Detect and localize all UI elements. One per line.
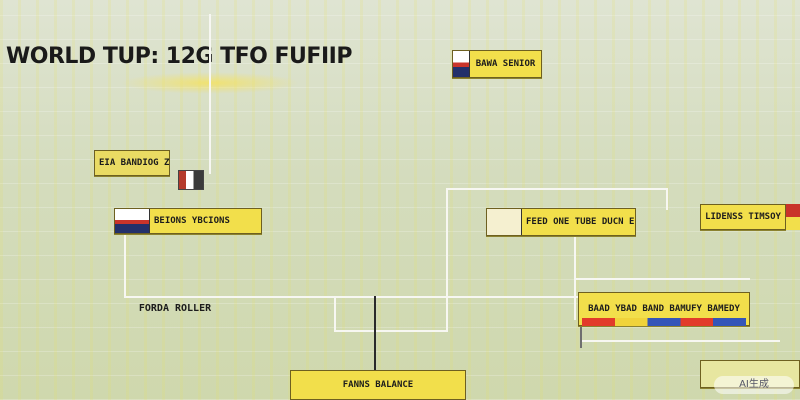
connector-line xyxy=(334,330,448,332)
flag-icon xyxy=(115,209,150,233)
connector-line xyxy=(666,188,668,210)
watermark-badge: AI生成 xyxy=(714,376,794,394)
connector-line xyxy=(580,340,780,342)
node-label: EIA BANDIOG ZAK VALUTEY xyxy=(99,158,169,168)
page-title: WORLD TUP: 12G TFO FUFIIP xyxy=(6,44,352,69)
node-label: BAAD YBAD BAND BAMUFY BAMEDY xyxy=(588,304,740,314)
bracket-node[interactable]: BEIONS YBCIONS xyxy=(114,208,262,234)
bracket-node[interactable]: LIDENSS TIMSOY xyxy=(700,204,786,230)
connector-line xyxy=(209,14,211,174)
connector-line xyxy=(124,296,584,298)
stem-line xyxy=(374,296,376,400)
connector-line xyxy=(446,296,448,332)
connector-line xyxy=(334,296,336,332)
flag-icon xyxy=(453,51,470,77)
node-label: FORDA ROLLER xyxy=(138,304,212,314)
connector-line xyxy=(446,188,448,296)
node-label: BAWA SENIOR xyxy=(475,59,536,69)
node-label: BEIONS YBCIONS xyxy=(154,216,230,226)
node-label: FEED ONE TUBE DUCN EIRY FBA xyxy=(526,217,635,227)
bracket-node[interactable]: FANNS BALANCE xyxy=(290,370,466,400)
connector-line xyxy=(446,188,668,190)
connector-line xyxy=(124,234,126,296)
connector-line xyxy=(574,278,750,280)
trophy-icon xyxy=(487,209,522,235)
color-stripe xyxy=(582,318,746,326)
node-label: LIDENSS TIMSOY xyxy=(705,212,781,222)
bracket-node[interactable]: BAWA SENIOR xyxy=(452,50,542,78)
node-label: FANNS BALANCE xyxy=(342,380,414,390)
bracket-node[interactable]: FORDA ROLLER xyxy=(112,296,238,322)
flag-icon xyxy=(786,204,800,230)
bracket-node[interactable]: FEED ONE TUBE DUCN EIRY FBA xyxy=(486,208,636,236)
flag-icon xyxy=(178,170,204,190)
bracket-node[interactable]: EIA BANDIOG ZAK VALUTEY xyxy=(94,150,170,176)
